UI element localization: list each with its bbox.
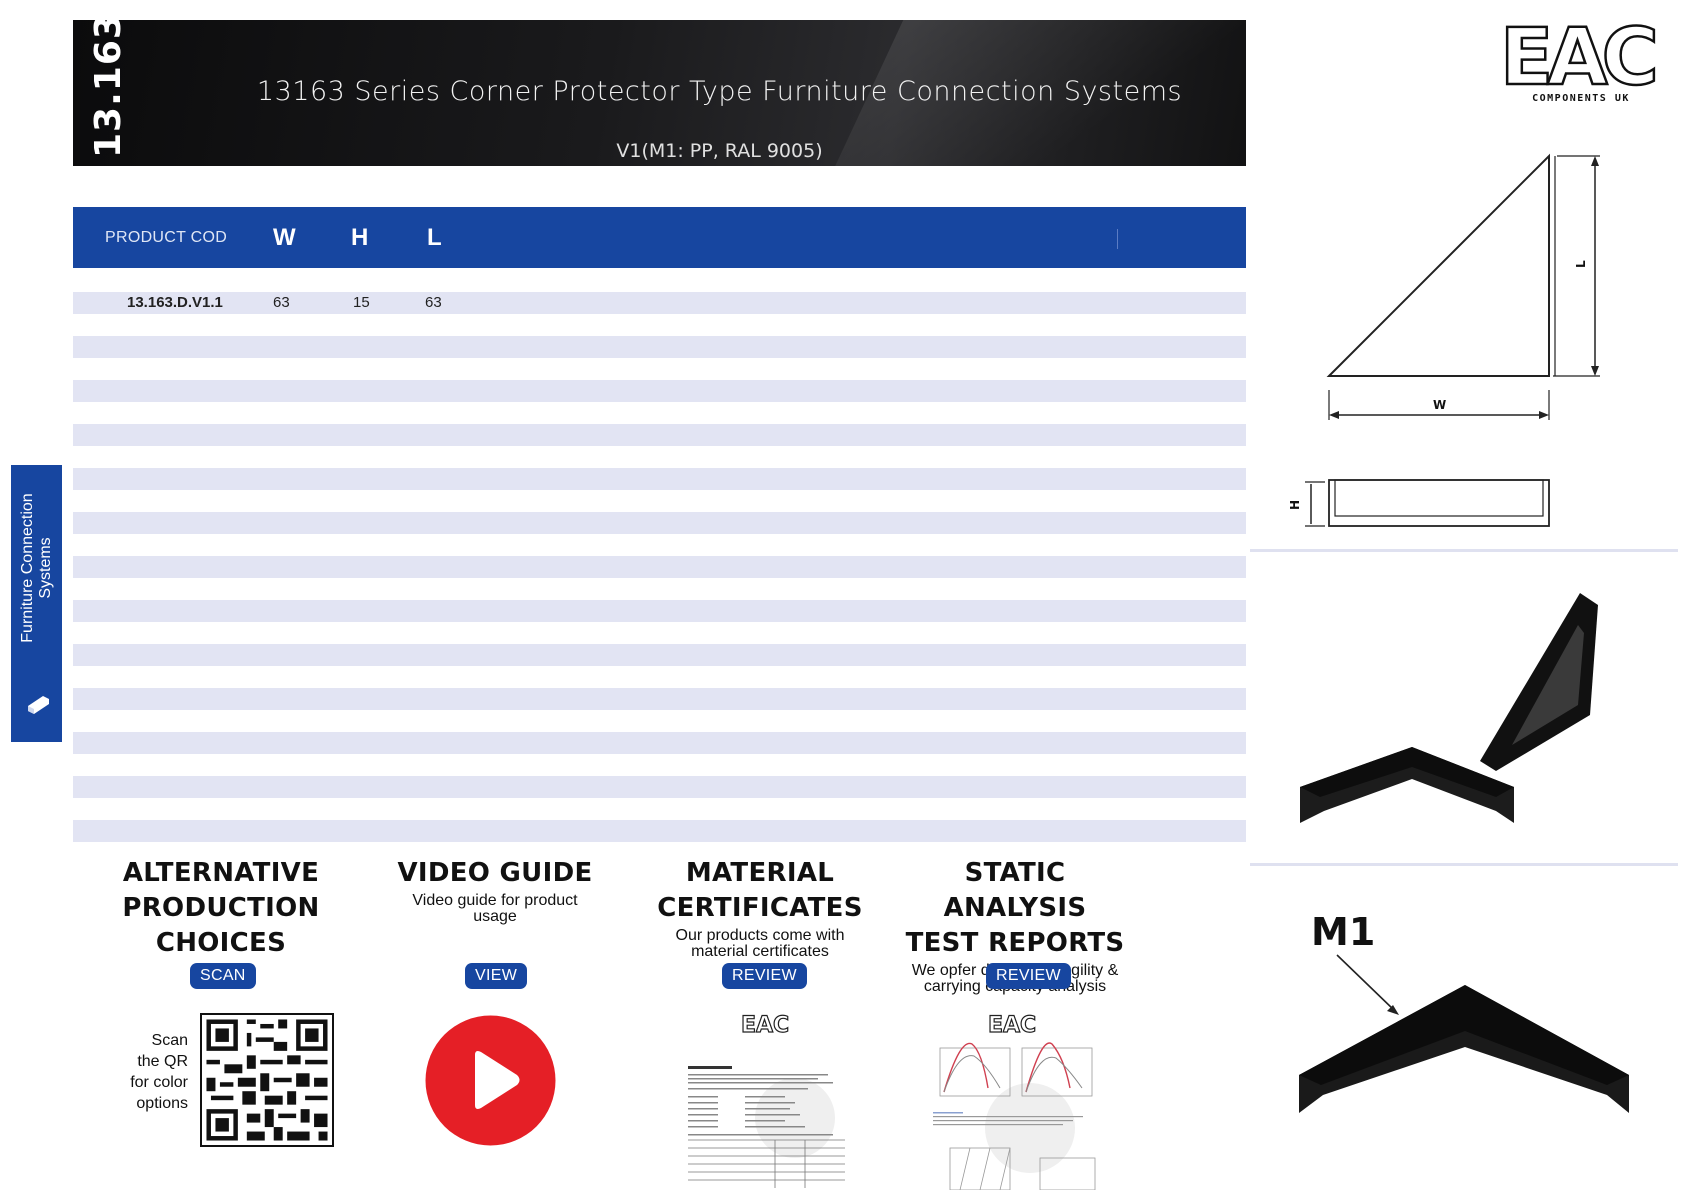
table-row[interactable]: 13.163.D.V1.1 63 15 63 [73, 292, 1246, 314]
view-button[interactable]: VIEW [465, 963, 528, 989]
side-tab-label: Furniture Connection Systems [19, 493, 54, 643]
section-divider [1250, 863, 1678, 866]
dimension-w-label: W [1433, 398, 1446, 412]
review-certificates-button[interactable]: REVIEW [722, 963, 807, 989]
table-row [73, 732, 1246, 754]
table-row [73, 644, 1246, 666]
section-video-guide: VIDEO GUIDE Video guide for product usag… [380, 856, 610, 925]
cell-product-code: 13.163.D.V1.1 [127, 294, 223, 311]
eac-logo: EAC [1499, 14, 1658, 104]
product-series-code: 13.163.D [88, 0, 129, 158]
page-title: 13163 Series Corner Protector Type Furni… [256, 76, 1183, 107]
table-row [73, 336, 1246, 358]
svg-text:EAC: EAC [1500, 14, 1655, 103]
report-logo: EAC [988, 1013, 1036, 1038]
certificate-document-thumbnail[interactable]: EAC [685, 1008, 850, 1190]
table-row [73, 556, 1246, 578]
product-3d-render [1300, 593, 1598, 823]
header-banner: 13163 Series Corner Protector Type Furni… [73, 20, 1246, 166]
column-header-w: W [273, 224, 296, 251]
material-label: M1 [1311, 910, 1376, 954]
review-reports-button[interactable]: REVIEW [986, 963, 1071, 989]
cell-l: 63 [425, 294, 442, 311]
connector-icon [28, 696, 49, 714]
table-header: PRODUCT COD W H L [73, 207, 1246, 268]
table-row [73, 380, 1246, 402]
column-header-code: PRODUCT COD [105, 229, 228, 246]
category-side-tab[interactable]: Furniture Connection Systems [11, 465, 62, 742]
section-description: Our products come with material certific… [675, 927, 845, 960]
table-row [73, 688, 1246, 710]
scan-button[interactable]: SCAN [190, 963, 256, 989]
logo-subtext: COMPONENTS UK [1532, 93, 1630, 104]
cell-w: 63 [273, 294, 290, 311]
table-row [73, 600, 1246, 622]
cell-h: 15 [353, 294, 370, 311]
play-icon[interactable] [425, 1015, 556, 1146]
column-divider [1117, 229, 1118, 249]
table-row [73, 468, 1246, 490]
test-report-thumbnail[interactable]: EAC [930, 1008, 1105, 1190]
technical-drawing: L W H [1288, 153, 1600, 527]
section-divider [1250, 549, 1678, 552]
table-row [73, 512, 1246, 534]
material-render [1299, 954, 1629, 1113]
column-header-l: L [427, 224, 442, 251]
dimension-l-label: L [1574, 260, 1588, 268]
section-title: VIDEO GUIDE [397, 858, 593, 888]
table-row [73, 424, 1246, 446]
certificate-logo: EAC [741, 1013, 789, 1038]
table-row [73, 820, 1246, 842]
page-subtitle: V1(M1: PP, RAL 9005) [616, 140, 823, 162]
qr-code-icon[interactable] [200, 1013, 334, 1147]
section-description: Video guide for product usage [412, 892, 578, 925]
dimension-h-label: H [1288, 500, 1302, 510]
product-table: 13.163.D.V1.1 63 15 63 [73, 292, 1246, 864]
table-row [73, 776, 1246, 798]
column-header-h: H [351, 224, 369, 251]
